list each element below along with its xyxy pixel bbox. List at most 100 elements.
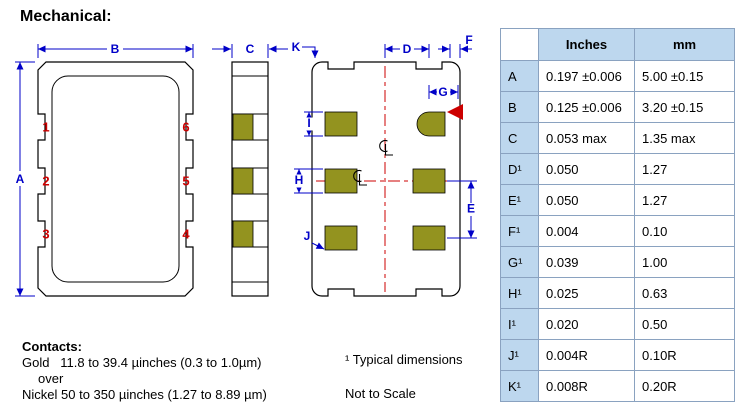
contacts-title: Contacts: — [22, 339, 82, 354]
dim-b-label: B — [111, 42, 120, 56]
row-mm: 1.35 max — [635, 123, 735, 154]
not-to-scale-note: Not to Scale — [345, 386, 416, 401]
row-label: F¹ — [501, 216, 539, 247]
side-contact-pad — [232, 113, 254, 141]
row-inches: 0.053 max — [539, 123, 635, 154]
solder-pad — [412, 225, 446, 251]
row-mm: 3.20 ±0.15 — [635, 92, 735, 123]
row-mm: 5.00 ±0.15 — [635, 61, 735, 92]
row-label: J¹ — [501, 340, 539, 371]
label-mask — [464, 203, 478, 216]
dim-k: K — [292, 40, 319, 58]
row-mm: 0.10R — [635, 340, 735, 371]
label-mask — [400, 42, 414, 56]
pin-6-label: 6 — [182, 120, 189, 135]
top-view-inner-outline — [51, 75, 180, 283]
dim-k-label: K — [292, 40, 301, 54]
row-mm: 0.63 — [635, 278, 735, 309]
table-header-row: Inches mm — [501, 29, 735, 61]
solder-pad-pin1 — [416, 111, 446, 137]
dim-j-label: J — [304, 229, 311, 243]
row-mm: 0.20R — [635, 371, 735, 402]
table-row: F¹ 0.004 0.10 — [501, 216, 735, 247]
typical-dimensions-note: ¹ Typical dimensions — [345, 352, 463, 367]
contacts-over-line: over — [38, 371, 64, 386]
solder-pad — [324, 168, 358, 194]
row-inches: 0.050 — [539, 154, 635, 185]
table-row: B 0.125 ±0.006 3.20 ±0.15 — [501, 92, 735, 123]
row-label: H¹ — [501, 278, 539, 309]
table-row: C 0.053 max 1.35 max — [501, 123, 735, 154]
pin-5-label: 5 — [182, 174, 189, 189]
row-mm: 0.50 — [635, 309, 735, 340]
page-title: Mechanical: — [20, 8, 112, 25]
row-label: B — [501, 92, 539, 123]
table-row: E¹ 0.050 1.27 — [501, 185, 735, 216]
dim-b: B — [37, 42, 194, 58]
row-mm: 1.27 — [635, 154, 735, 185]
table-row: D¹ 0.050 1.27 — [501, 154, 735, 185]
top-view: 1 2 3 6 5 4 B A — [12, 42, 194, 297]
row-inches: 0.004 — [539, 216, 635, 247]
pin-2-label: 2 — [42, 174, 49, 189]
mechanical-drawing: 1 2 3 6 5 4 B A — [12, 33, 478, 297]
label-mask — [293, 174, 305, 188]
row-inches: 0.025 — [539, 278, 635, 309]
dim-d-label: D — [403, 42, 412, 56]
side-contact-pad — [232, 167, 254, 195]
red-triangle-marker — [447, 104, 463, 120]
row-mm: 0.10 — [635, 216, 735, 247]
dim-g: G — [428, 85, 459, 99]
row-label: I¹ — [501, 309, 539, 340]
dim-e: E — [447, 180, 478, 239]
dim-c: C — [212, 42, 288, 58]
solder-pad — [324, 111, 358, 137]
dim-d: D — [384, 42, 430, 58]
header-mm: mm — [635, 29, 735, 61]
dim-f: F — [438, 33, 473, 58]
centerline-symbol-icon — [353, 169, 367, 186]
dimension-table: Inches mm A 0.197 ±0.006 5.00 ±0.15 B 0.… — [500, 28, 735, 402]
dim-e-label: E — [467, 202, 475, 216]
row-inches: 0.039 — [539, 247, 635, 278]
label-mask — [303, 117, 315, 131]
dim-i: I — [303, 111, 323, 137]
row-mm: 1.27 — [635, 185, 735, 216]
side-view: C — [212, 42, 288, 297]
row-label: C — [501, 123, 539, 154]
leader-line — [311, 242, 325, 250]
solder-pad — [324, 225, 358, 251]
centerline-symbol-icon — [379, 139, 393, 156]
dim-j: J — [304, 229, 325, 250]
row-label: D¹ — [501, 154, 539, 185]
dim-f-label: F — [465, 33, 472, 47]
header-corner-cell — [501, 29, 539, 61]
dim-a-label: A — [16, 172, 25, 186]
side-contact-pad — [232, 220, 254, 248]
contacts-note: Contacts: Gold 11.8 to 39.4 µinches (0.3… — [22, 339, 267, 403]
label-mask — [107, 42, 123, 56]
pin-1-label: 1 — [42, 120, 49, 135]
row-inches: 0.020 — [539, 309, 635, 340]
dim-i-label: I — [307, 116, 310, 130]
contacts-gold-line: Gold 11.8 to 39.4 µinches (0.3 to 1.0µm) — [22, 355, 262, 370]
row-label: A — [501, 61, 539, 92]
dim-c-label: C — [246, 42, 255, 56]
row-inches: 0.008R — [539, 371, 635, 402]
dim-g-label: G — [438, 85, 447, 99]
contacts-nickel-line: Nickel 50 to 350 µinches (1.27 to 8.89 µ… — [22, 387, 267, 402]
row-inches: 0.125 ±0.006 — [539, 92, 635, 123]
row-inches: 0.004R — [539, 340, 635, 371]
table-row: H¹ 0.025 0.63 — [501, 278, 735, 309]
row-mm: 1.00 — [635, 247, 735, 278]
dim-a: A — [12, 61, 35, 297]
row-inches: 0.197 ±0.006 — [539, 61, 635, 92]
row-label: G¹ — [501, 247, 539, 278]
row-inches: 0.050 — [539, 185, 635, 216]
dim-h: H — [293, 168, 323, 194]
leader-line — [302, 46, 319, 58]
solder-pad — [412, 168, 446, 194]
label-mask — [437, 85, 450, 99]
table-row: A 0.197 ±0.006 5.00 ±0.15 — [501, 61, 735, 92]
label-mask — [12, 171, 28, 186]
